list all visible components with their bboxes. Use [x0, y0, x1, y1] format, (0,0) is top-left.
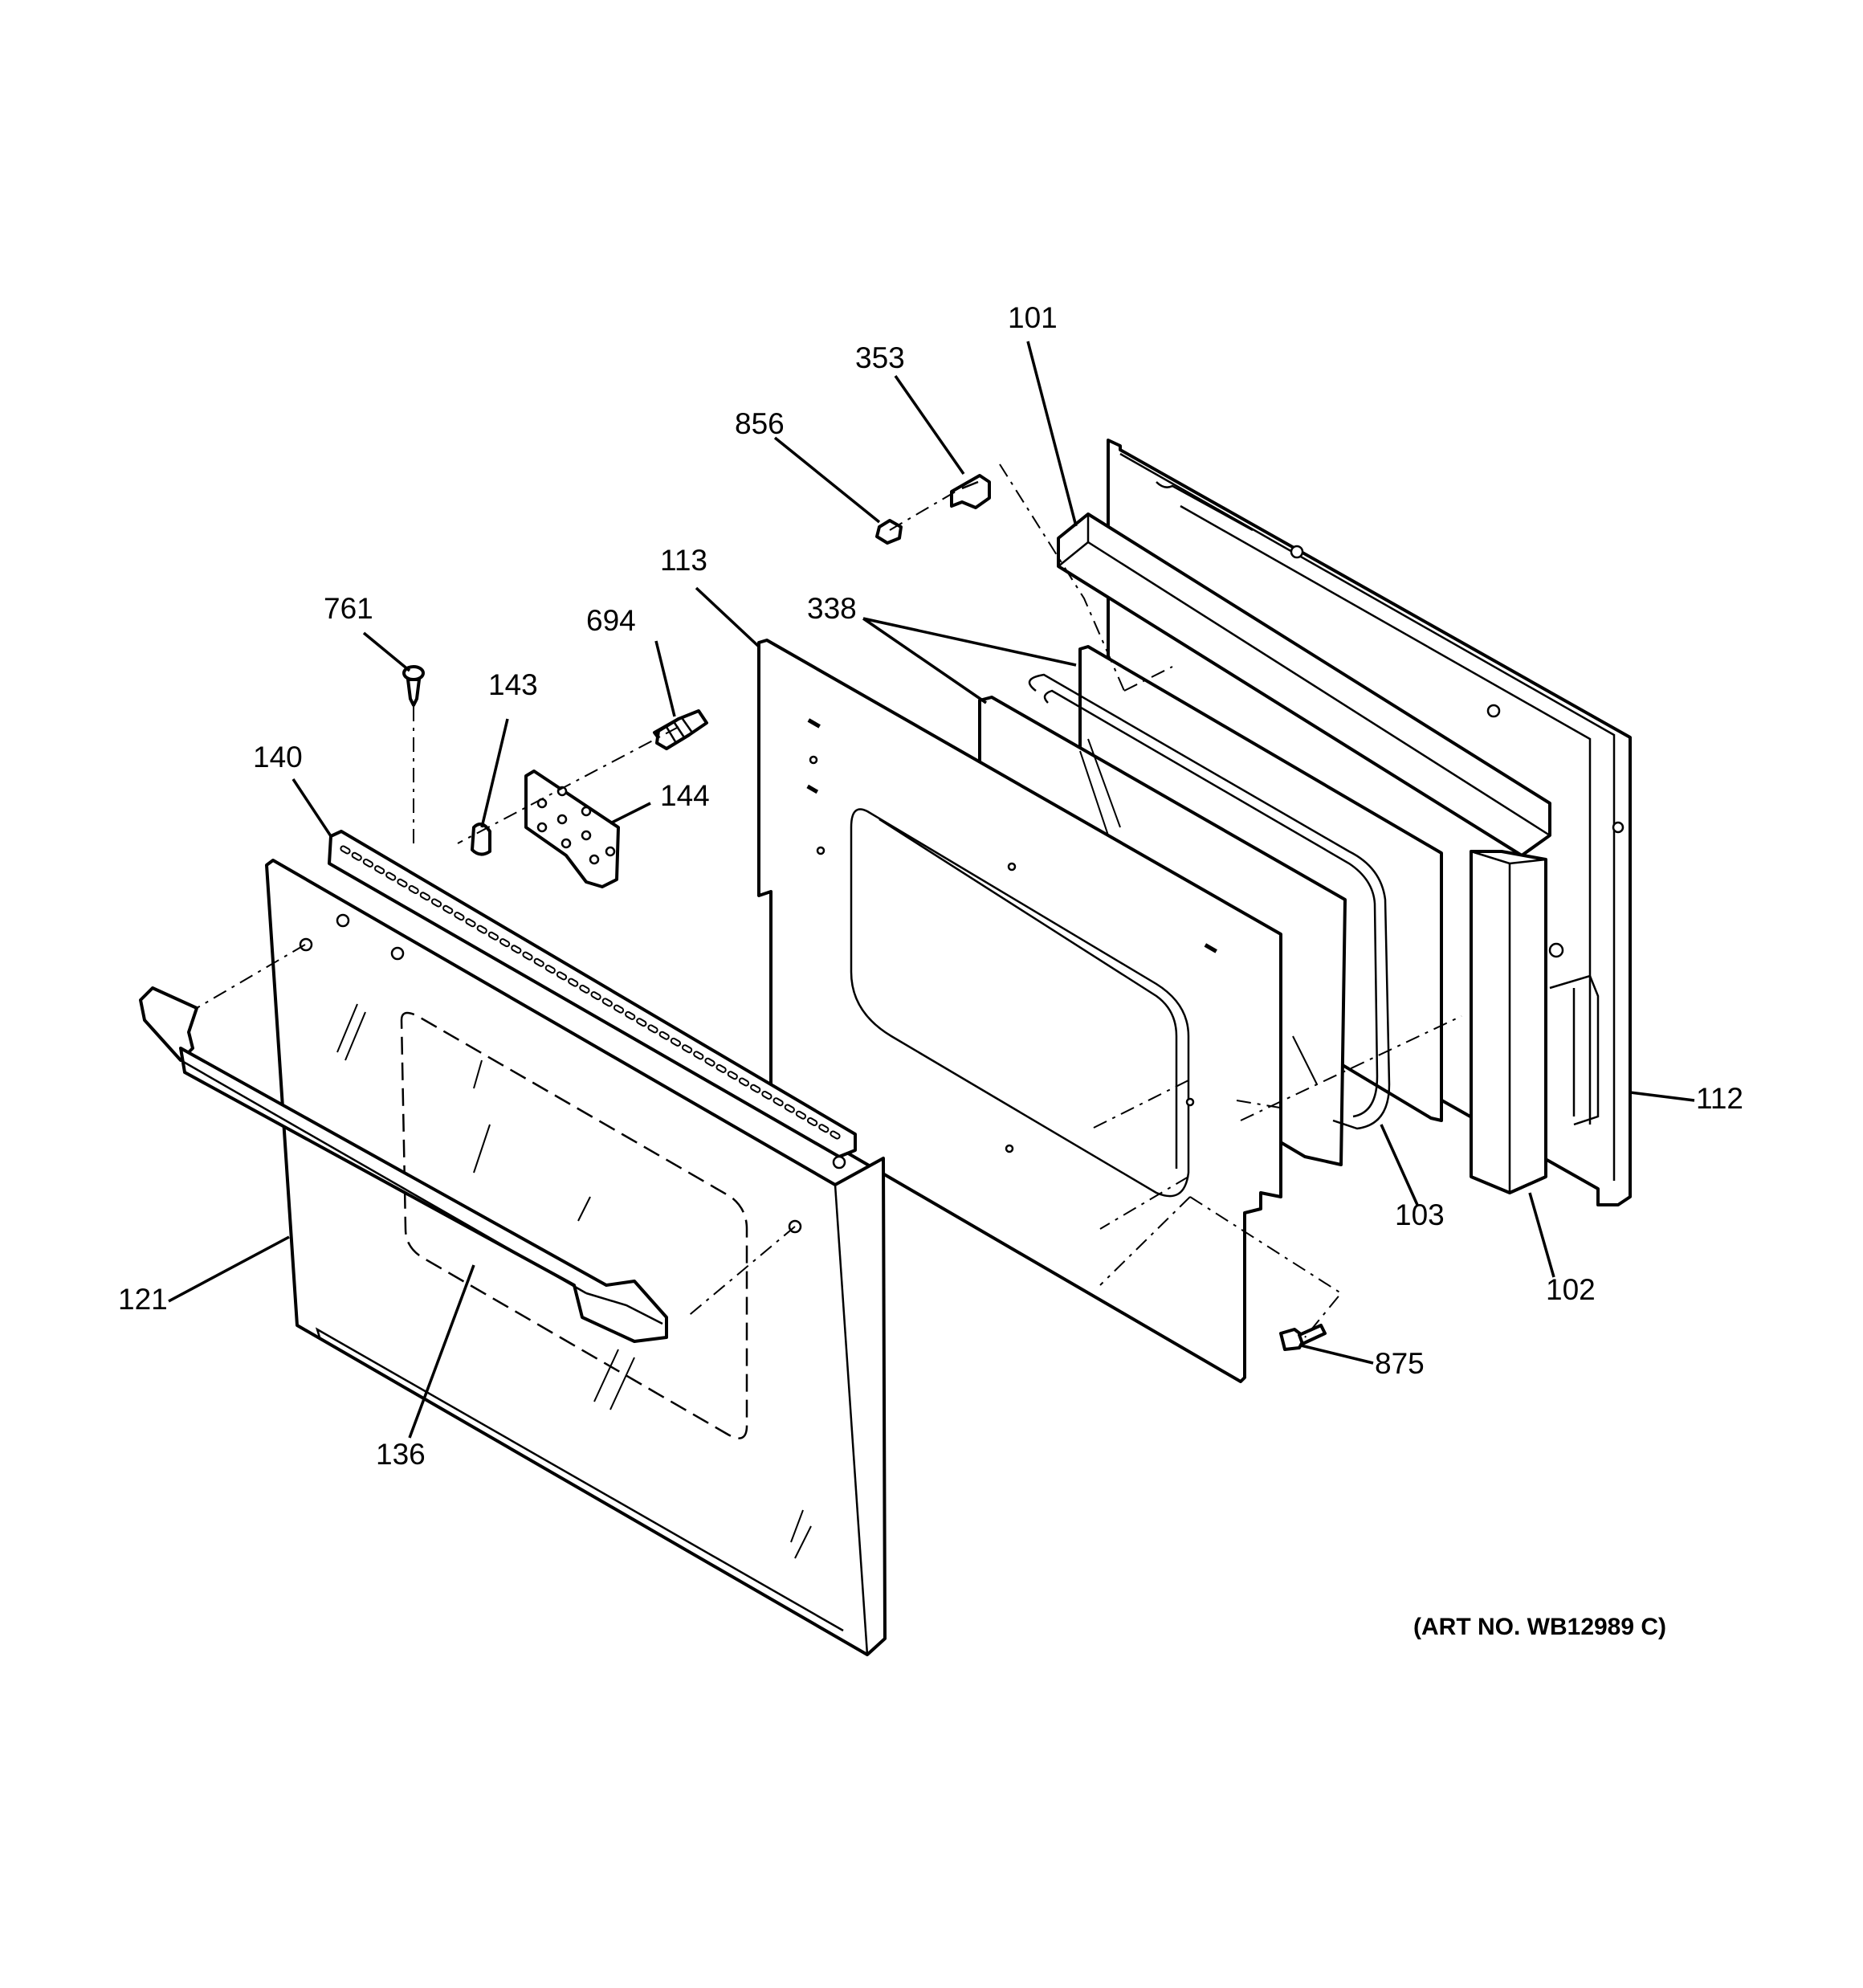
part-875-screw	[1279, 1324, 1327, 1351]
vent-slot	[544, 965, 556, 974]
part-102-insulation-side	[1470, 850, 1547, 1194]
vent-slot	[658, 1031, 670, 1040]
callout-875: 875	[1375, 1347, 1425, 1380]
vent-slot	[522, 951, 533, 961]
part-136-handle	[139, 986, 668, 1343]
vent-slot	[670, 1037, 681, 1047]
callout-101: 101	[1008, 301, 1058, 334]
vent-slot	[636, 1018, 647, 1027]
part-856-screw	[875, 519, 903, 545]
callout-338: 338	[807, 592, 857, 625]
part-140-vent-trim	[328, 830, 857, 1158]
callout-856: 856	[735, 407, 785, 440]
vent-slot	[465, 918, 476, 928]
callout-102: 102	[1546, 1273, 1596, 1306]
part-103-gasket	[1028, 673, 1391, 1130]
vent-slot	[499, 938, 511, 948]
vent-slot	[625, 1010, 636, 1020]
art-number: (ART NO. WB12989 C)	[1413, 1614, 1666, 1640]
assembly-lines	[196, 463, 1462, 1338]
vent-slot	[784, 1104, 795, 1113]
vent-slot	[442, 904, 454, 914]
vent-slot	[795, 1110, 806, 1120]
vent-slot	[511, 945, 522, 954]
vent-slot	[579, 984, 590, 994]
callout-143: 143	[488, 668, 538, 701]
vent-slot	[533, 957, 544, 967]
leader-lines	[168, 341, 1695, 1439]
vent-slot	[454, 912, 465, 921]
vent-slot	[727, 1071, 738, 1080]
vent-slot	[738, 1077, 750, 1087]
callout-140: 140	[253, 741, 303, 774]
vent-slot	[682, 1044, 693, 1054]
callout-694: 694	[586, 604, 636, 637]
callout-103: 103	[1395, 1198, 1445, 1231]
callout-112: 112	[1696, 1082, 1743, 1115]
part-144-hinge-plate	[524, 769, 620, 888]
vent-slot	[374, 865, 385, 875]
vent-slot	[568, 978, 579, 987]
vent-slot	[704, 1057, 715, 1067]
part-113-inner-panel	[757, 639, 1282, 1383]
vent-slot	[693, 1051, 704, 1060]
callout-136: 136	[376, 1438, 426, 1471]
callout-labels: 101 353 856 113 338 761 694 143 140 144 …	[118, 301, 1743, 1640]
vent-slot	[397, 878, 408, 888]
vent-slot	[715, 1063, 727, 1073]
part-761-screw	[402, 665, 425, 707]
vent-slot	[487, 931, 499, 941]
callout-144: 144	[660, 779, 710, 812]
vent-slot	[556, 971, 568, 981]
vent-slot	[830, 1130, 841, 1140]
vent-slot	[818, 1124, 830, 1133]
vent-slot	[476, 925, 487, 934]
vent-slot	[362, 859, 373, 867]
callout-353: 353	[855, 341, 905, 374]
vent-slot	[750, 1084, 761, 1093]
vent-slot	[340, 845, 351, 855]
vent-slot	[351, 851, 362, 861]
vent-slot	[601, 998, 613, 1007]
part-353-hinge-bracket	[950, 474, 991, 509]
vent-slot	[430, 898, 442, 908]
part-121-outer-door-panel	[265, 859, 887, 1656]
vent-slot	[419, 892, 430, 901]
part-101-insulation-top	[1057, 512, 1551, 857]
vent-slot	[773, 1097, 784, 1107]
callout-121: 121	[118, 1283, 168, 1316]
vent-slot	[647, 1024, 658, 1034]
vent-slot	[590, 991, 601, 1001]
callout-761: 761	[324, 592, 373, 625]
vent-slot	[408, 885, 419, 895]
part-694-shoulder-screw	[653, 709, 708, 750]
vent-slot	[385, 872, 397, 881]
vent-slot	[761, 1091, 773, 1100]
vent-slot	[613, 1004, 625, 1014]
vent-slot	[807, 1117, 818, 1126]
callout-113: 113	[660, 544, 707, 577]
part-143-clip	[471, 823, 491, 856]
